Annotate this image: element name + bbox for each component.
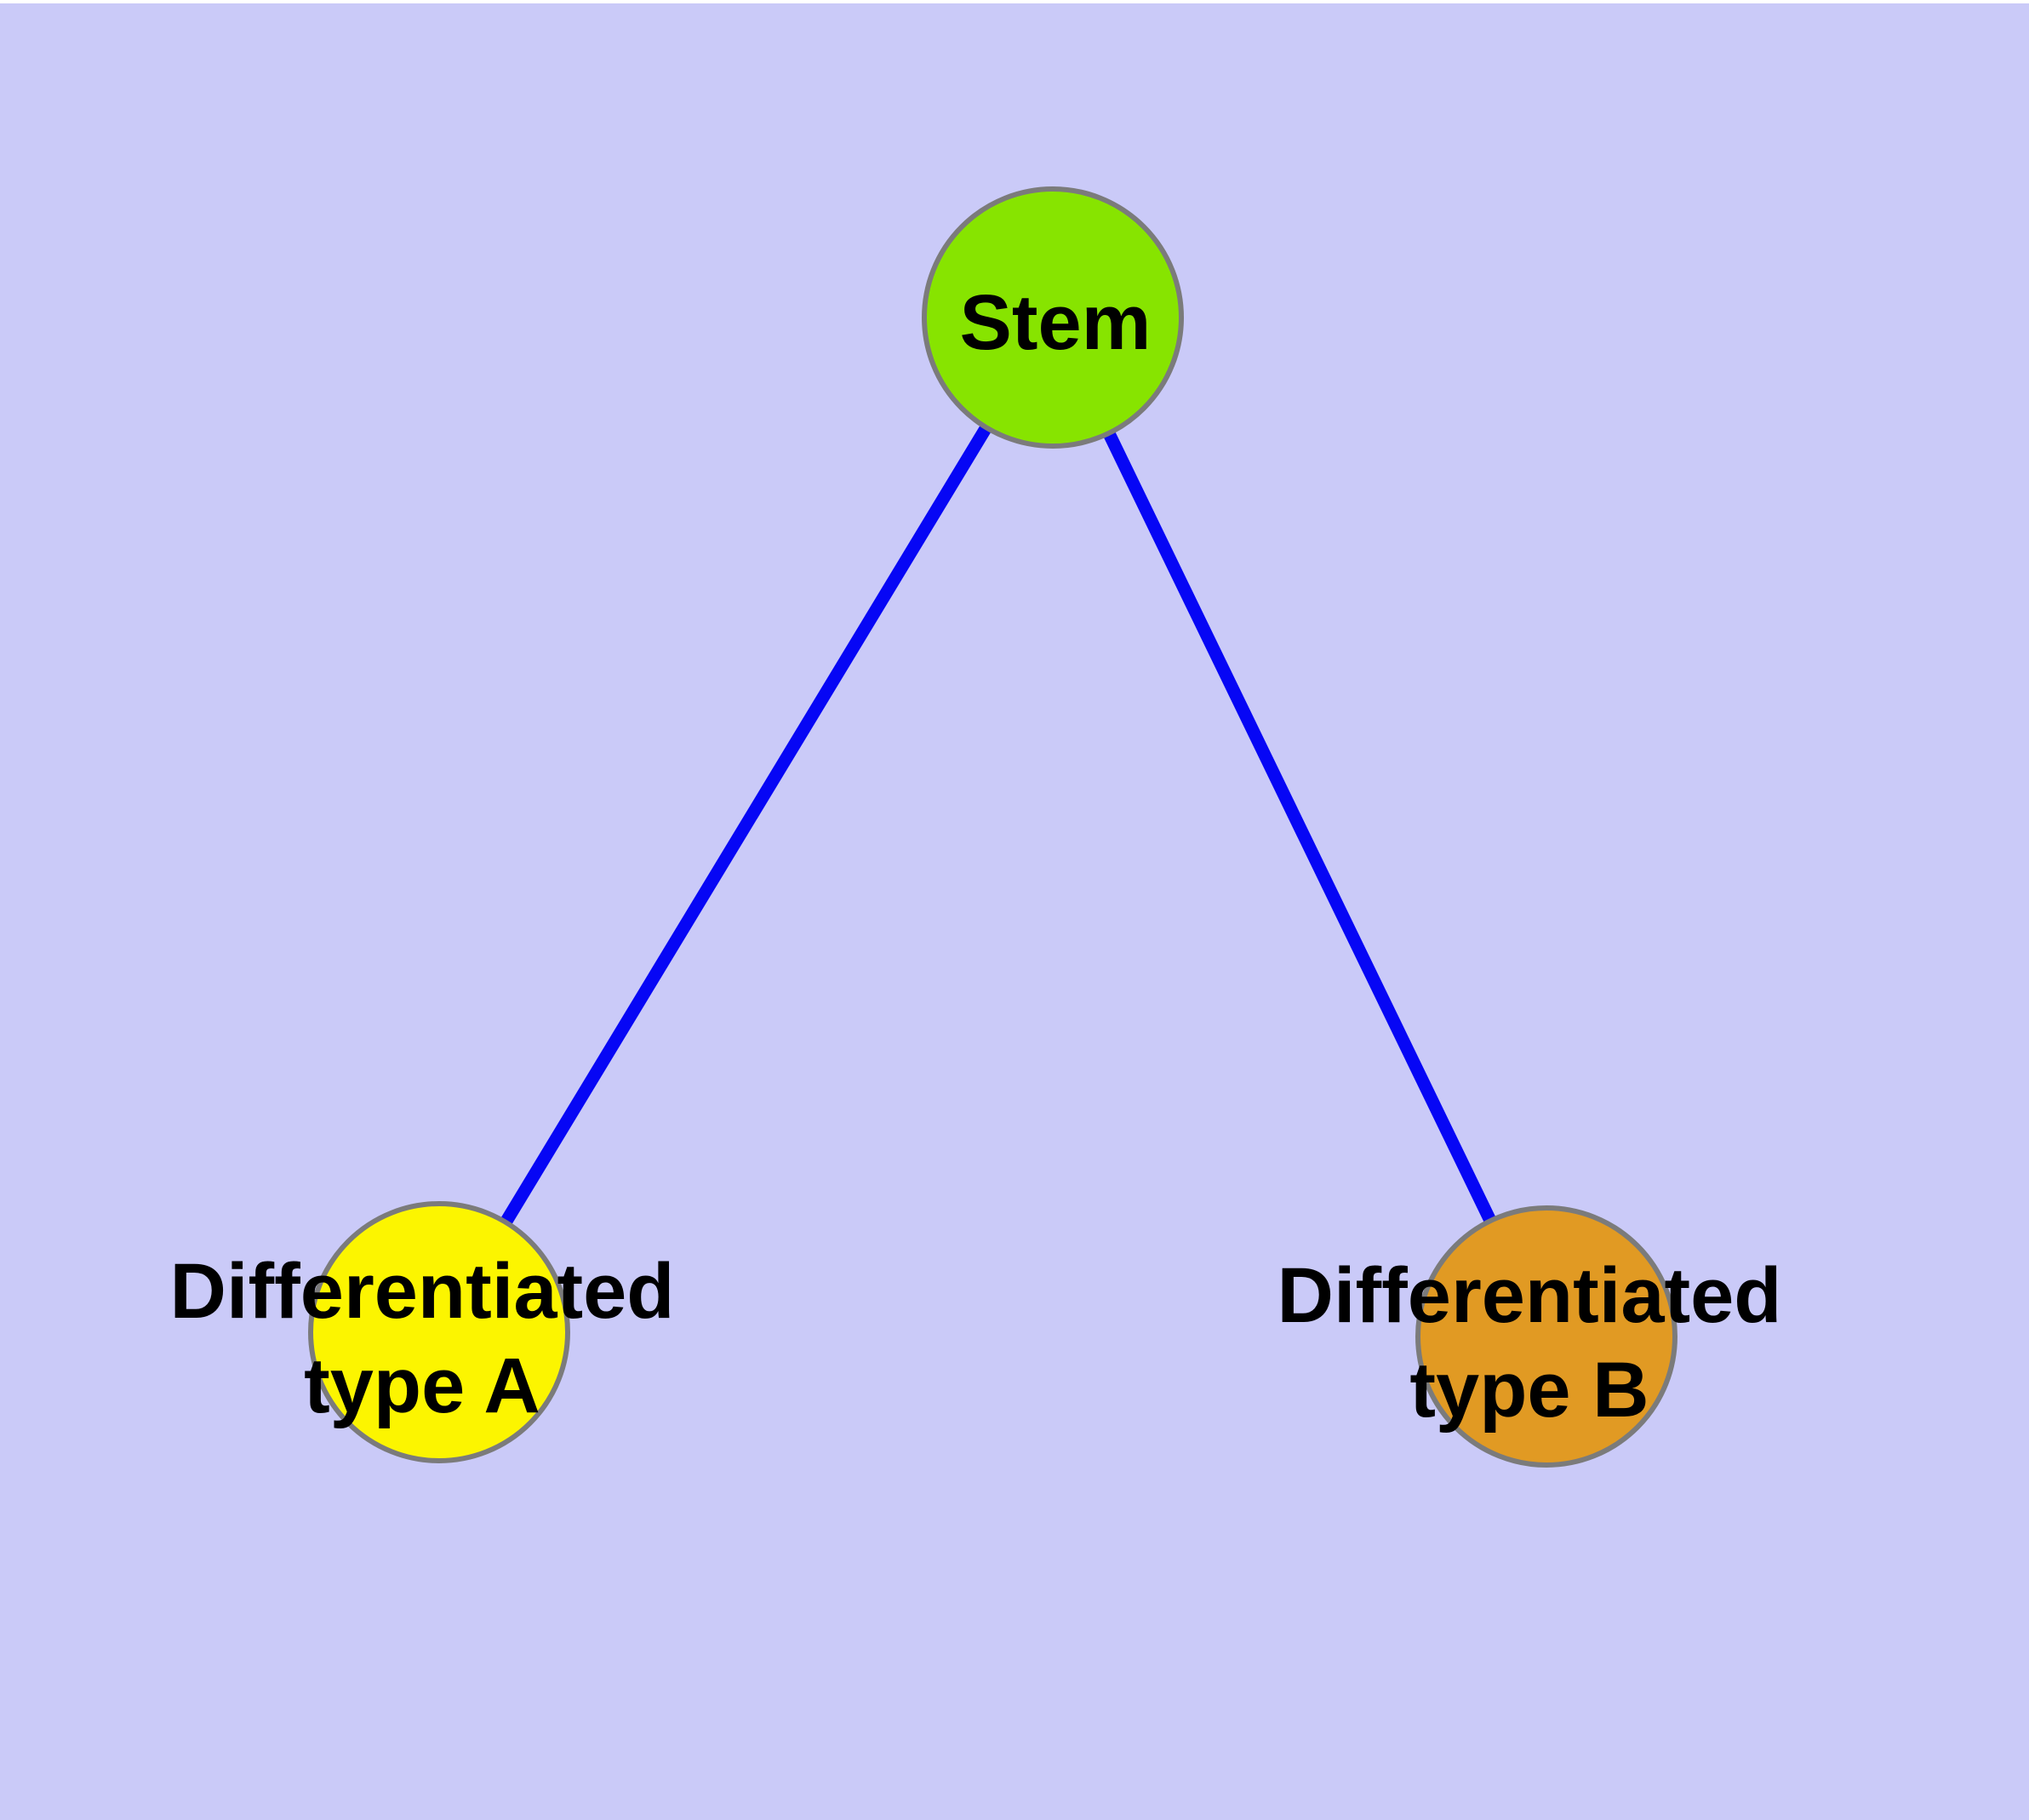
- page-margin-top: [0, 0, 2029, 3]
- node-type-a-label-line1: Differentiated: [170, 1248, 675, 1335]
- node-stem: [922, 186, 1184, 449]
- node-type-b-label-line1: Differentiated: [1277, 1252, 1782, 1339]
- node-type-a-label-line2: type A: [304, 1342, 540, 1429]
- edge-stem-to-type-a: [433, 314, 1059, 1336]
- edge-stem-to-type-b: [1047, 314, 1552, 1340]
- node-differentiated-type-a: [308, 1201, 570, 1463]
- node-stem-label: Stem: [960, 279, 1152, 366]
- node-type-b-label-line2: type B: [1409, 1347, 1649, 1434]
- node-differentiated-type-b: [1415, 1205, 1677, 1468]
